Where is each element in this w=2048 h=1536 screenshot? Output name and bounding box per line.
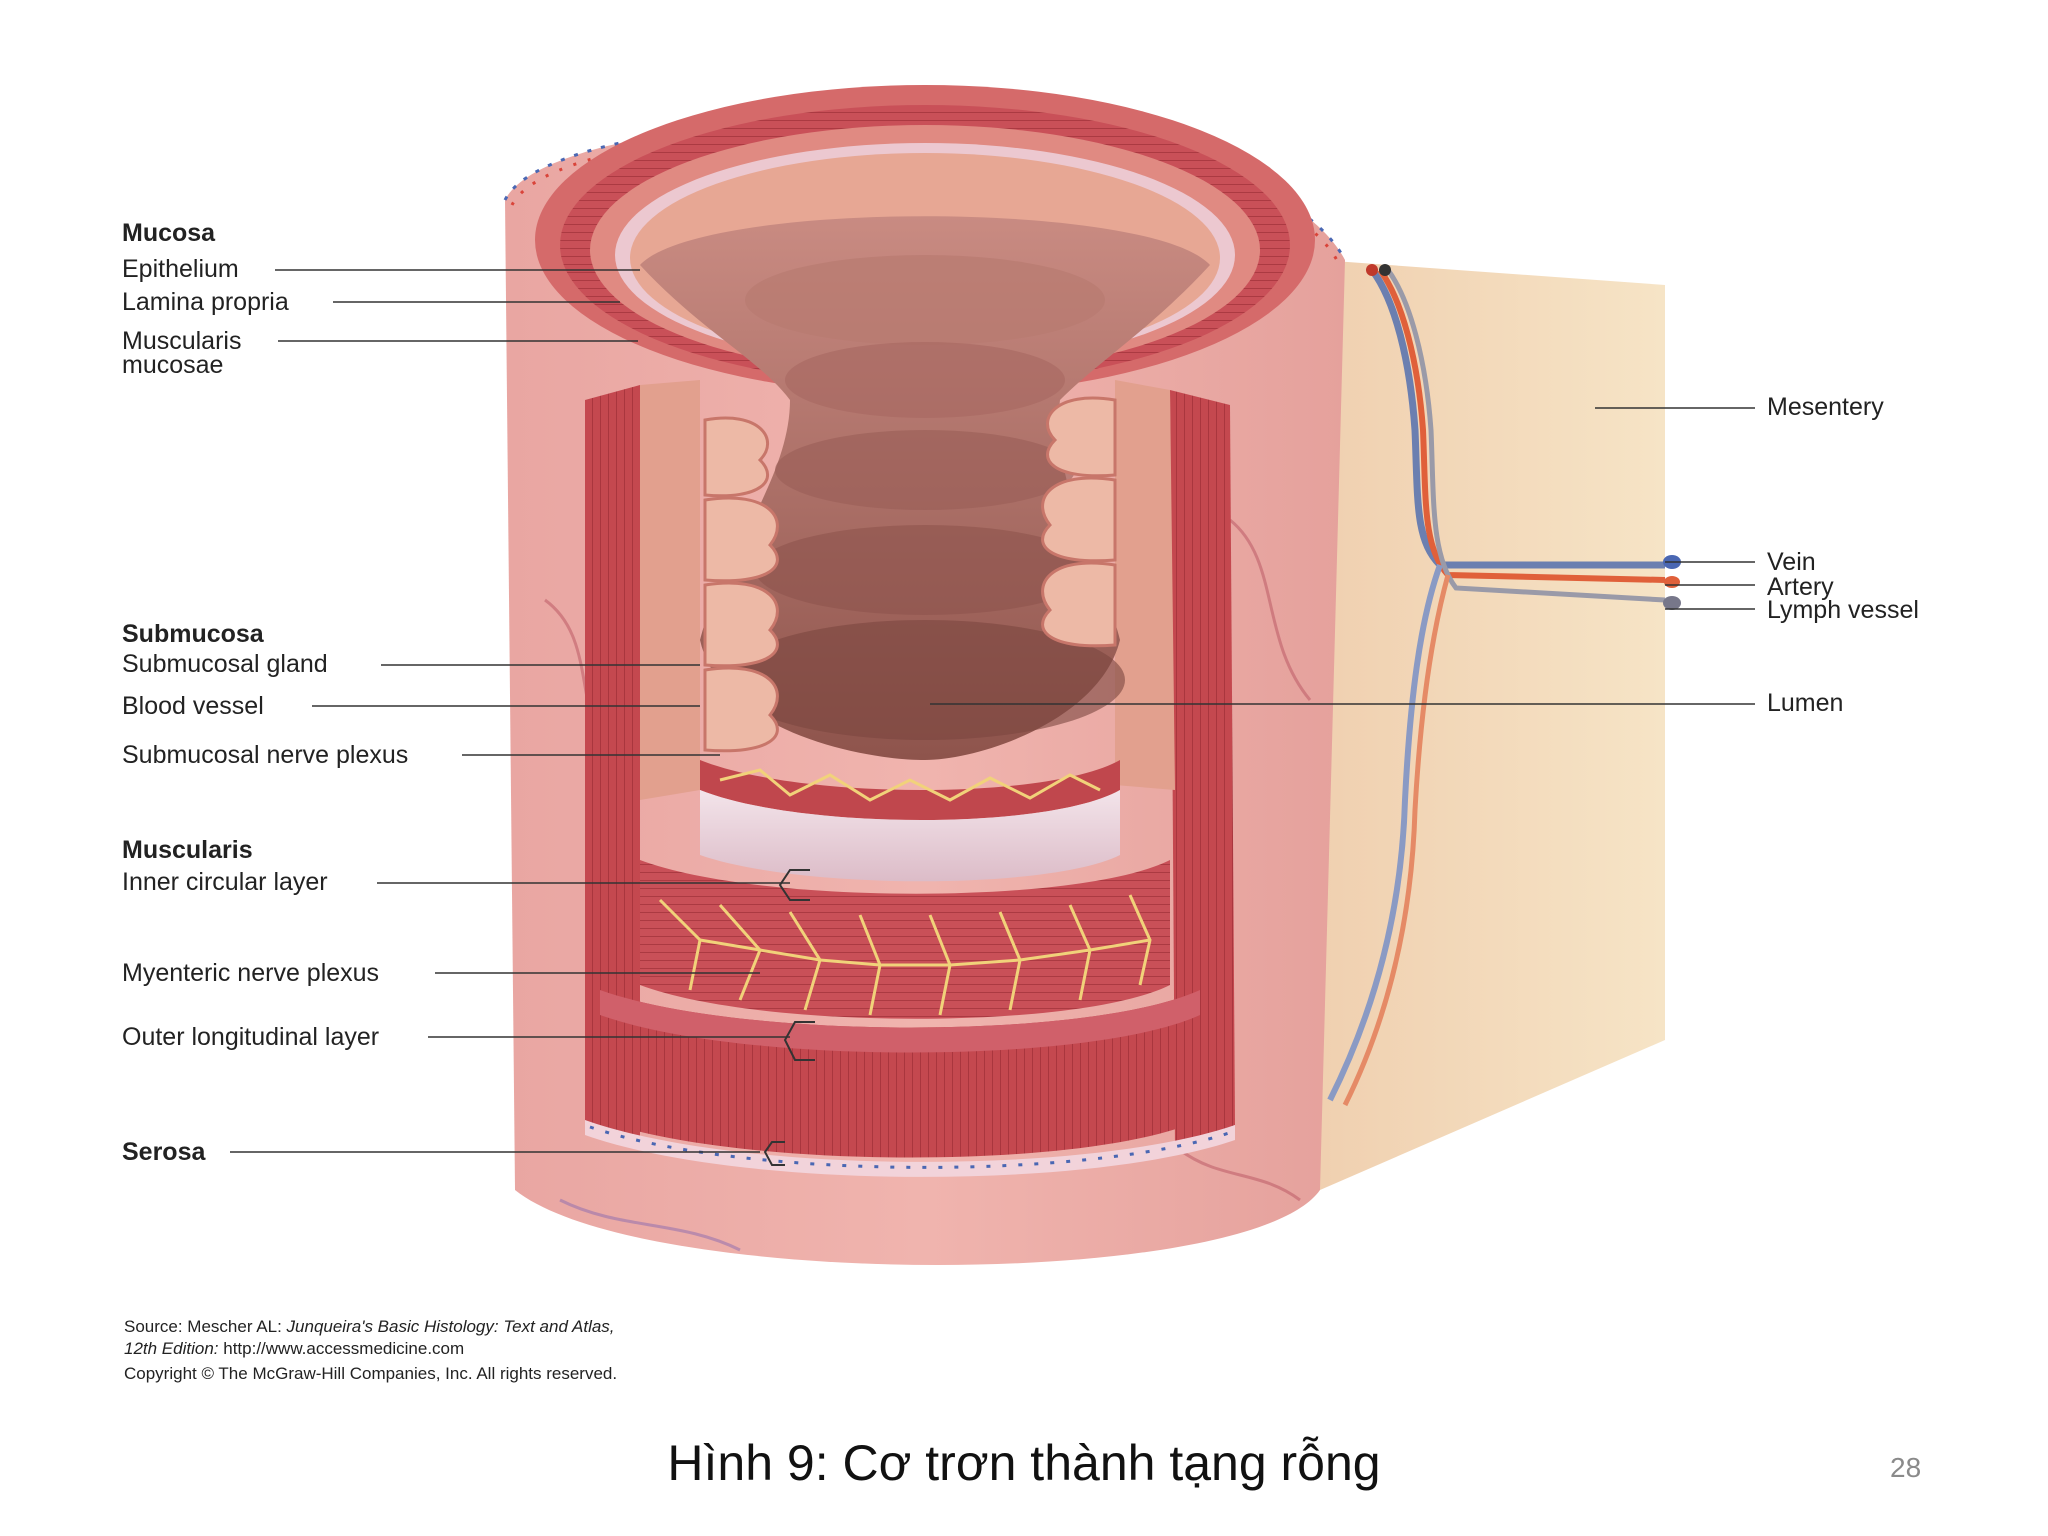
submucosa-band — [700, 790, 1120, 882]
label-outer-longitudinal-layer: Outer longitudinal layer — [122, 1023, 380, 1051]
mesentery-sheet — [1320, 260, 1665, 1190]
label-blood-vessel: Blood vessel — [122, 692, 264, 720]
label-mesentery: Mesentery — [1767, 393, 1884, 421]
label-submucosal-nerve-plexus: Submucosal nerve plexus — [122, 741, 409, 769]
leader-lines — [230, 269, 1755, 1153]
label-epithelium: Epithelium — [122, 255, 239, 283]
figure-caption: Hình 9: Cơ trơn thành tạng rỗng — [667, 1435, 1381, 1491]
label-myenteric-nerve-plexus: Myenteric nerve plexus — [122, 959, 380, 987]
label-artery: Artery — [1767, 573, 1834, 601]
copyright-notice: Copyright © The McGraw-Hill Companies, I… — [124, 1364, 618, 1383]
source-edition: 12th Edition: — [124, 1339, 219, 1359]
label-lumen: Lumen — [1767, 689, 1844, 717]
label-serosa-header: Serosa — [122, 1138, 206, 1166]
inner-circular-layer — [640, 860, 1170, 1019]
label-vein: Vein — [1767, 548, 1816, 576]
cut-wall-left — [585, 385, 640, 1150]
label-lymph-vessel: Lymph vessel — [1767, 596, 1919, 624]
source-citation: Source: Mescher AL: Junqueira's Basic Hi… — [124, 1316, 615, 1360]
label-muscularis-mucosae-1: Muscularis — [122, 327, 242, 355]
source-prefix: Source: Mescher AL: — [124, 1317, 287, 1336]
label-muscularis-header: Muscularis — [122, 836, 253, 864]
page-number: 28 — [1890, 1452, 1922, 1483]
label-mucosa-header: Mucosa — [122, 219, 216, 247]
cut-wall-right — [1170, 390, 1235, 1150]
submucosal-plexus-band — [700, 760, 1120, 820]
label-submucosal-gland: Submucosal gland — [122, 650, 328, 678]
source-book-title: Junqueira's Basic Histology: Text and At… — [286, 1317, 615, 1336]
label-submucosa-header: Submucosa — [122, 620, 264, 648]
label-lamina-propria: Lamina propria — [122, 288, 289, 316]
source-url: http://www.accessmedicine.com — [218, 1339, 465, 1359]
label-inner-circular-layer: Inner circular layer — [122, 868, 328, 896]
label-muscularis-mucosae-2: mucosae — [122, 351, 224, 379]
mesentery-vessels — [1369, 267, 1665, 569]
